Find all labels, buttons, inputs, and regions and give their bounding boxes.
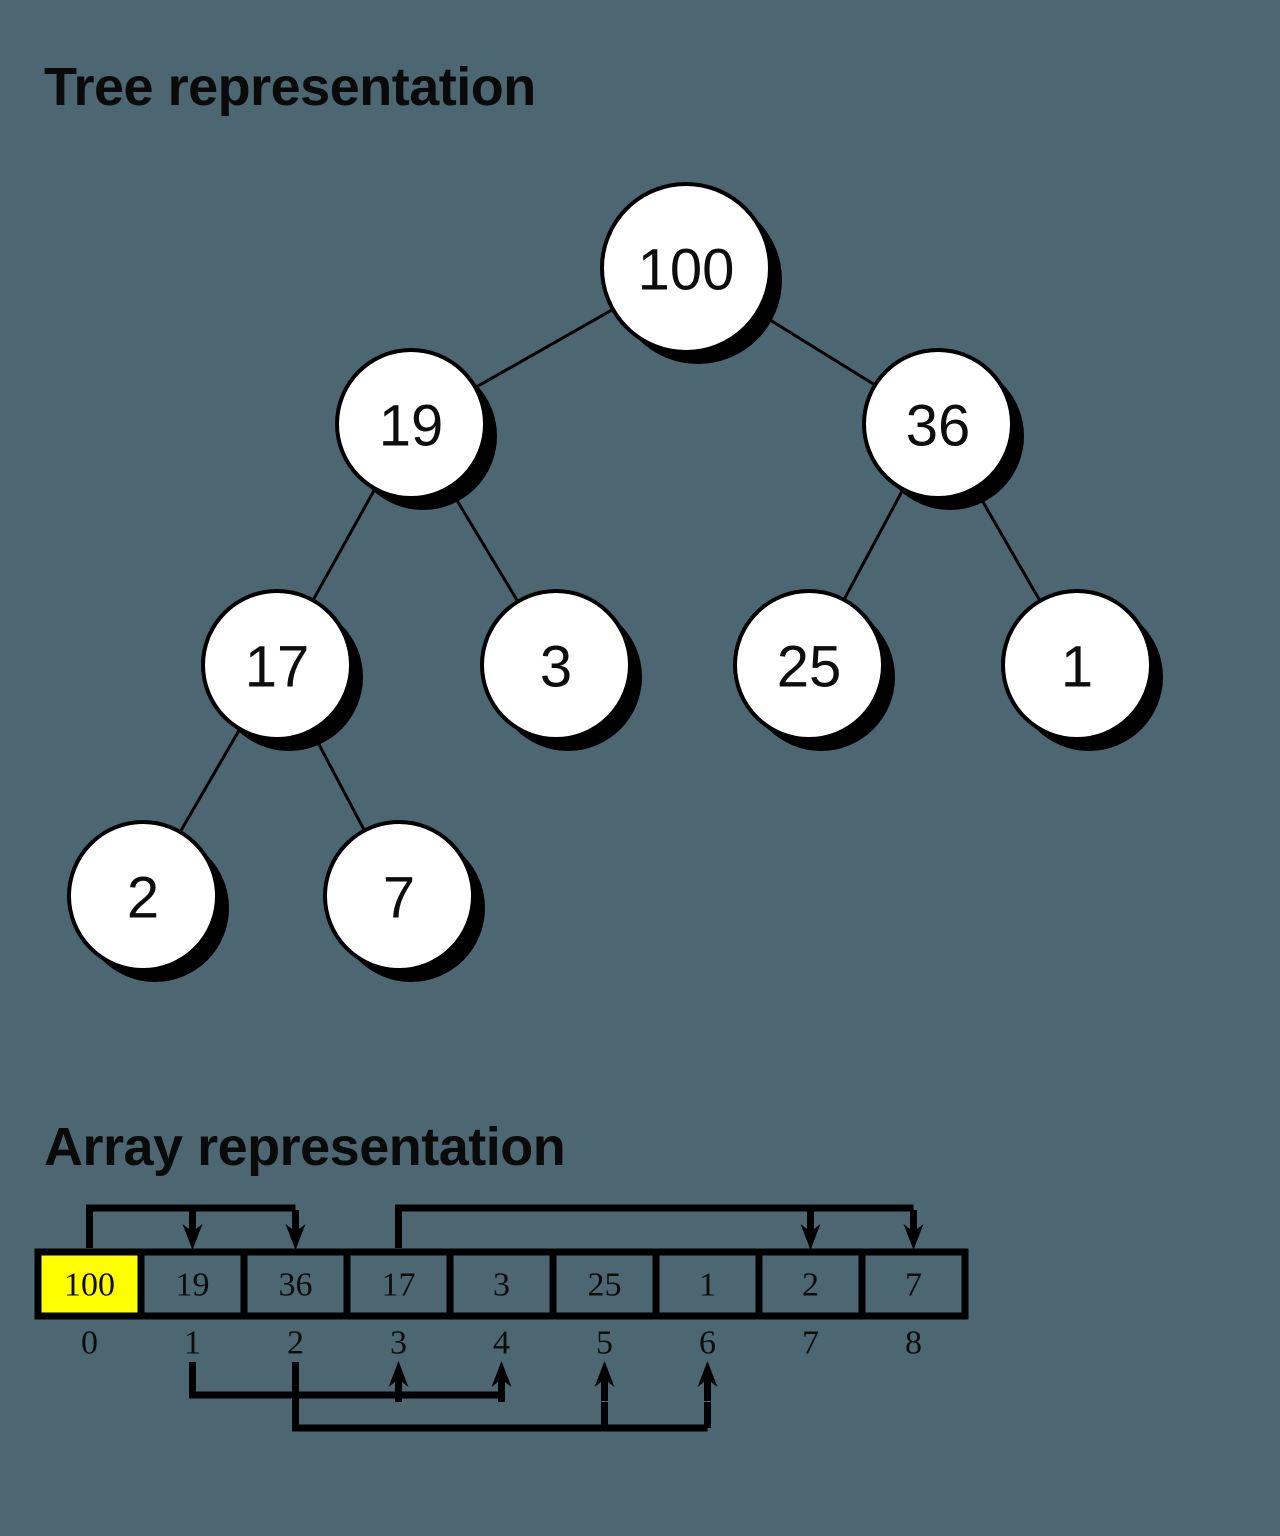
array-cell-value: 1 [699,1267,716,1304]
array-index-label: 1 [184,1325,201,1362]
array-cell[interactable]: 2 [755,1248,866,1320]
array-index-label: 6 [699,1325,716,1362]
array-cell[interactable]: 17 [343,1248,454,1320]
array-cell[interactable]: 19 [137,1248,248,1320]
tree-node-circle [1001,589,1153,741]
tree-edge-n3-n8 [309,727,367,834]
array-link-path [292,1362,708,1432]
tree-edges [177,307,1043,835]
arrowhead-down-icon [800,1210,821,1250]
array-link-path [86,1204,296,1248]
tree-edge-n2-n6 [972,485,1043,604]
array-link-path [189,1362,502,1399]
array-parent-to-child-links [86,1204,924,1250]
array-cell[interactable]: 36 [240,1248,351,1320]
arrowhead-up-icon [594,1361,615,1401]
tree-edge-n0-n1 [472,307,616,390]
array-index-label: 0 [81,1325,98,1362]
array-cell[interactable]: 100 [34,1248,145,1320]
array-cell-value: 19 [176,1267,210,1304]
tree-edge-n0-n2 [754,309,878,388]
array-cell[interactable]: 3 [446,1248,557,1320]
array-cell[interactable]: 1 [652,1248,763,1320]
tree-node-circle [480,589,632,741]
array-link-group [292,1361,718,1432]
tree-node-circle [600,182,772,354]
tree-edge-n1-n4 [446,484,521,605]
tree-node[interactable]: 25 [733,589,895,751]
array-index-label: 5 [596,1325,613,1362]
tree-edge-n2-n5 [841,486,906,603]
tree-node-label: 25 [777,635,842,700]
tree-edge-n3-n7 [177,726,243,835]
array-index-label: 7 [802,1325,819,1362]
tree-section-title: Tree representation [44,57,536,117]
tree-node-label: 100 [638,238,735,303]
tree-node[interactable]: 2 [67,820,229,982]
tree-edge-n1-n3 [310,486,378,603]
tree-node-label: 3 [540,635,572,700]
arrowhead-up-icon [697,1361,718,1401]
arrowhead-down-icon [182,1210,203,1250]
tree-node-label: 19 [379,394,444,459]
tree-node-circle [201,589,353,741]
tree-node[interactable]: 36 [862,348,1024,510]
array-cell[interactable]: 25 [549,1248,660,1320]
array-cell-box [858,1248,969,1320]
array-cell[interactable]: 7 [858,1248,969,1320]
tree-node-circle [335,348,487,500]
array-cell-value: 7 [905,1267,922,1304]
array-cell-value: 2 [802,1267,819,1304]
arrowhead-down-icon [285,1210,306,1250]
tree-node[interactable]: 7 [323,820,485,982]
tree-node-label: 1 [1061,635,1093,700]
array-cell-value: 100 [64,1267,115,1304]
tree-nodes: 100 19 36 17 3 25 1 2 7 [67,182,1163,982]
array-indices: 0 1 2 3 4 5 6 7 8 [81,1325,922,1362]
array-link-path [395,1204,914,1248]
array-index-label: 8 [905,1325,922,1362]
array-index-label: 4 [493,1325,510,1362]
tree-node-label: 17 [245,635,310,700]
array-index-label: 3 [390,1325,407,1362]
array-link-group [86,1204,306,1250]
tree-node[interactable]: 19 [335,348,497,510]
tree-node-label: 7 [383,866,415,931]
tree-node-label: 2 [127,866,159,931]
tree-node-label: 36 [906,394,971,459]
arrowhead-up-icon [491,1361,512,1401]
array-cells: 100 19 36 17 3 25 1 2 7 [34,1248,969,1320]
array-link-group [189,1361,512,1402]
tree-node[interactable]: 1 [1001,589,1163,751]
tree-node-circle [323,820,475,972]
arrowhead-up-icon [388,1361,409,1401]
array-section-title: Array representation [44,1117,566,1177]
array-index-label: 2 [287,1325,304,1362]
array-child-index-links [189,1361,718,1432]
arrowhead-down-icon [903,1210,924,1250]
tree-node[interactable]: 100 [600,182,782,364]
tree-node-circle [733,589,885,741]
array-cell-value: 36 [279,1267,313,1304]
array-link-group [395,1204,924,1250]
tree-node[interactable]: 17 [201,589,363,751]
array-cell-value: 17 [382,1267,416,1304]
array-cell-value: 3 [493,1267,510,1304]
tree-node-circle [67,820,219,972]
array-cell-value: 25 [588,1267,622,1304]
tree-node-circle [862,348,1014,500]
tree-node[interactable]: 3 [480,589,642,751]
